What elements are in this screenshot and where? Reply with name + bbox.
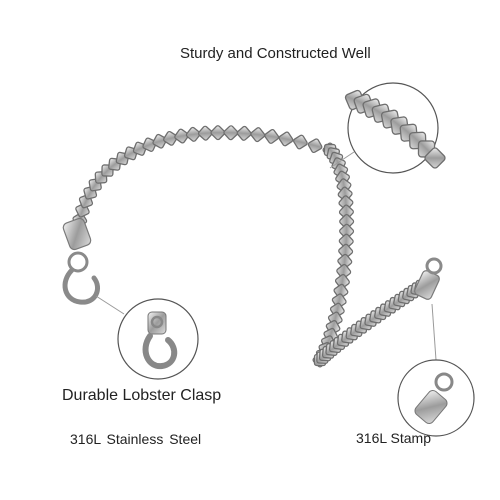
chain-detail-callout bbox=[329, 82, 446, 174]
chain-link bbox=[338, 243, 354, 259]
chain-link bbox=[338, 195, 354, 211]
chain-link bbox=[174, 128, 190, 144]
clasp-detail-callout bbox=[95, 295, 199, 380]
chain-link bbox=[338, 204, 354, 220]
chain-link bbox=[250, 127, 266, 143]
lobster-clasp bbox=[62, 217, 100, 305]
chain-detail-zoom bbox=[344, 89, 446, 169]
chain-link bbox=[264, 129, 280, 144]
chain-link bbox=[334, 273, 350, 289]
chain-link bbox=[185, 126, 201, 142]
chain-link bbox=[210, 125, 226, 141]
chain-link bbox=[292, 134, 308, 150]
chain-link bbox=[337, 253, 353, 269]
stamp-detail-callout bbox=[397, 303, 475, 437]
caption-sturdy: Sturdy and Constructed Well bbox=[180, 45, 371, 62]
bracelet-chain bbox=[70, 125, 436, 368]
chain-link bbox=[152, 133, 168, 149]
caption-stamp: 316L Stamp bbox=[356, 430, 431, 446]
chain-link bbox=[339, 223, 355, 239]
caption-stainless-steel: 316L Stainless Steel bbox=[70, 431, 202, 447]
chain-link bbox=[197, 125, 213, 141]
caption-lobster-clasp: Durable Lobster Clasp bbox=[62, 387, 222, 404]
chain-link bbox=[338, 233, 354, 249]
chain-link bbox=[278, 131, 294, 147]
chain-link bbox=[163, 130, 178, 146]
chain-link bbox=[424, 147, 446, 169]
chain-link bbox=[307, 138, 323, 154]
chain-link bbox=[339, 213, 355, 230]
chain-link bbox=[336, 263, 352, 279]
chain-link bbox=[223, 125, 239, 141]
chain-link bbox=[236, 125, 252, 141]
end-ring bbox=[414, 257, 443, 300]
